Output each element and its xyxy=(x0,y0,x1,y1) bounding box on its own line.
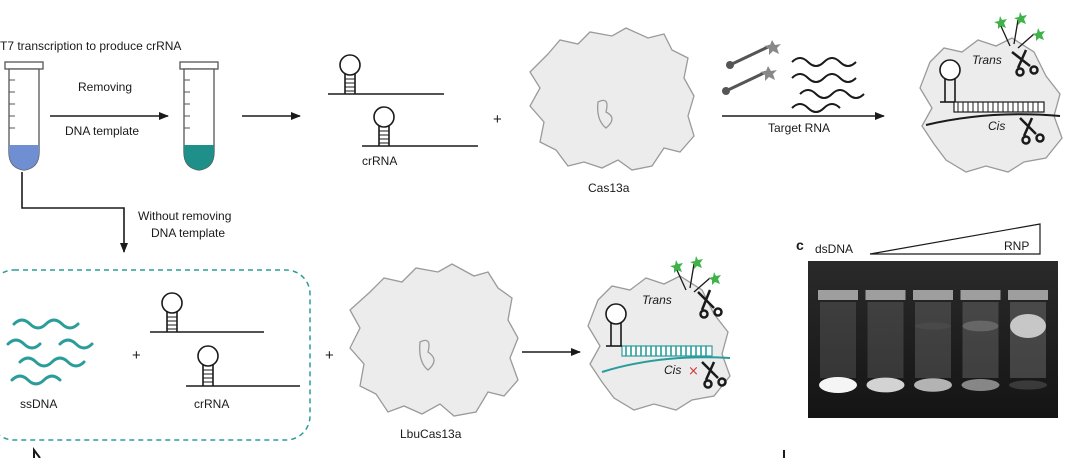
panel-b-marker xyxy=(33,447,41,458)
trans-bottom-label: Trans xyxy=(642,293,672,307)
fluorescent-reporter-icon xyxy=(722,66,777,95)
rnp-label: RNP xyxy=(1004,239,1029,253)
plus-inner-label: + xyxy=(132,347,141,364)
lbucas13a-protein xyxy=(349,263,519,417)
hairpin-icon xyxy=(362,106,478,147)
cut-blocked-mark: × xyxy=(688,364,699,379)
cis-bottom-label: Cis xyxy=(664,363,681,377)
gel-well xyxy=(865,290,906,300)
crrna-top-label: crRNA xyxy=(362,154,397,168)
hairpin-icon xyxy=(186,345,300,387)
scissors-icon xyxy=(701,361,727,389)
gel-free-dna-band xyxy=(819,377,857,393)
fluorescent-reporter-icon xyxy=(726,40,781,69)
arrow-without-removing xyxy=(21,172,128,253)
scissors-icon xyxy=(1019,117,1045,145)
gel-smear xyxy=(867,302,904,378)
gel-image xyxy=(808,261,1058,418)
dna-template-label: DNA template xyxy=(65,124,139,138)
without-removing-label-2: DNA template xyxy=(151,226,225,240)
scissors-icon xyxy=(1011,49,1039,77)
gel-free-dna-band xyxy=(961,379,1000,391)
gel-shifted-band xyxy=(962,320,999,332)
gel-free-dna-band xyxy=(866,377,905,393)
lbucas13a-label: LbuCas13a xyxy=(400,427,462,441)
gel-well xyxy=(818,290,858,300)
gel-free-dna-band xyxy=(914,378,952,392)
lbucas13a-complex xyxy=(587,275,731,411)
ssdna-label: ssDNA xyxy=(20,397,57,411)
panel-c-label: c xyxy=(796,237,804,253)
cas13a-label: Cas13a xyxy=(588,181,630,195)
t7-transcription-label: T7 transcription to produce crRNA xyxy=(0,39,181,53)
crrna-bottom-label: crRNA xyxy=(194,397,229,411)
scissors-icon xyxy=(697,289,723,319)
ssdna-strands xyxy=(6,318,94,386)
gel-smear xyxy=(820,302,856,378)
target-rna-strands xyxy=(791,57,865,113)
target-rna-label: Target RNA xyxy=(768,121,830,135)
trans-top-label: Trans xyxy=(972,53,1002,67)
gel-smear xyxy=(962,302,999,378)
rnp-gradient-wedge xyxy=(869,223,1041,255)
cas13a-protein xyxy=(529,27,695,171)
dashed-mixture-box xyxy=(0,269,311,441)
hairpin-icon xyxy=(328,54,444,95)
plus-bottom-label: + xyxy=(325,347,334,364)
hairpin-icon xyxy=(150,292,264,333)
gel-lanes xyxy=(818,290,1048,393)
gel-well xyxy=(960,290,1001,300)
test-tube-icon xyxy=(4,61,44,171)
gel-shifted-band xyxy=(915,322,951,330)
cis-top-label: Cis xyxy=(988,119,1005,133)
fluorescent-reporter-icon xyxy=(670,256,721,293)
removing-label: Removing xyxy=(78,80,132,94)
gel-well xyxy=(913,290,953,300)
dsdna-label: dsDNA xyxy=(815,242,853,256)
gel-shifted-band xyxy=(1010,314,1046,338)
gel-free-dna-band xyxy=(1009,380,1047,390)
cas13a-complex xyxy=(919,37,1063,173)
fluorescent-reporter-icon xyxy=(994,12,1045,49)
without-removing-label-1: Without removing xyxy=(138,209,231,223)
gel-smear xyxy=(915,302,951,378)
gel-smear xyxy=(1010,302,1046,378)
plus-top-label: + xyxy=(493,111,502,128)
gel-well xyxy=(1008,290,1048,300)
test-tube-icon xyxy=(179,61,219,171)
